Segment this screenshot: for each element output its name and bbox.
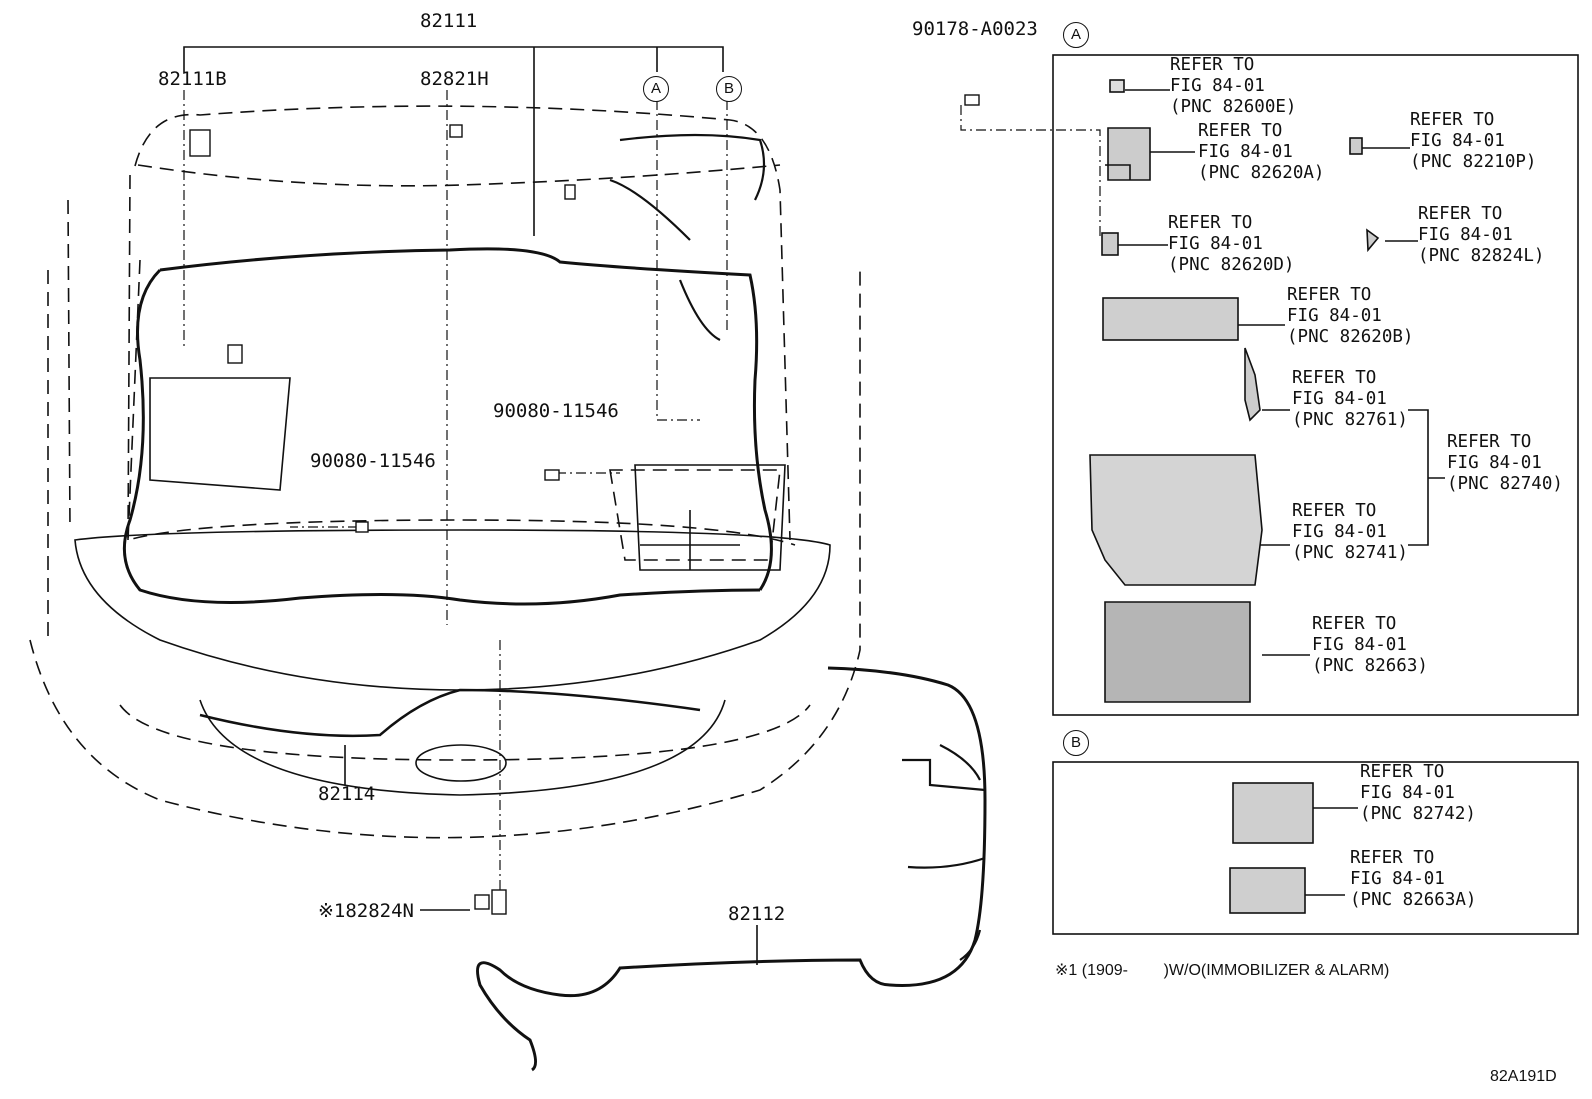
battery-tray <box>149 377 291 491</box>
figure-id: 82A191D <box>1490 1068 1557 1085</box>
part-label-82821H: 82821H <box>420 68 489 90</box>
part-label-82824N: ※182824N <box>318 900 414 922</box>
footnote: ※1 (1909- )W/O(IMMOBILIZER & ALARM) <box>1055 962 1390 979</box>
harness-82111 <box>159 247 773 591</box>
relay-82742 <box>1232 782 1314 844</box>
harness-82114 <box>199 688 701 738</box>
body-outline <box>134 105 791 541</box>
part-label-90080-left: 90080-11546 <box>310 450 436 472</box>
inset-circle-B: B <box>1063 730 1089 756</box>
cover-82663 <box>1104 601 1251 703</box>
cover-82663A <box>1229 867 1306 914</box>
part-label-82111: 82111 <box>420 10 478 32</box>
harness-82112 <box>476 666 987 1072</box>
front-bumper <box>74 529 831 691</box>
callout-circle-A: A <box>643 76 669 102</box>
callout-circle-B: B <box>716 76 742 102</box>
part-label-82114: 82114 <box>318 783 376 805</box>
part-label-82112: 82112 <box>728 903 786 925</box>
part-label-82111B: 82111B <box>158 68 227 90</box>
bracket-82111 <box>183 46 724 236</box>
part-label-90080-right: 90080-11546 <box>493 400 619 422</box>
relay-block-82740 <box>1089 454 1263 586</box>
junction-block-82620B <box>1102 297 1239 341</box>
inset-box-B <box>1052 761 1579 935</box>
inset-circle-A: A <box>1063 22 1089 48</box>
inset-box-A <box>1052 54 1579 716</box>
engine-fuse-box <box>634 464 786 571</box>
part-label-90178: 90178-A0023 <box>912 18 1038 40</box>
